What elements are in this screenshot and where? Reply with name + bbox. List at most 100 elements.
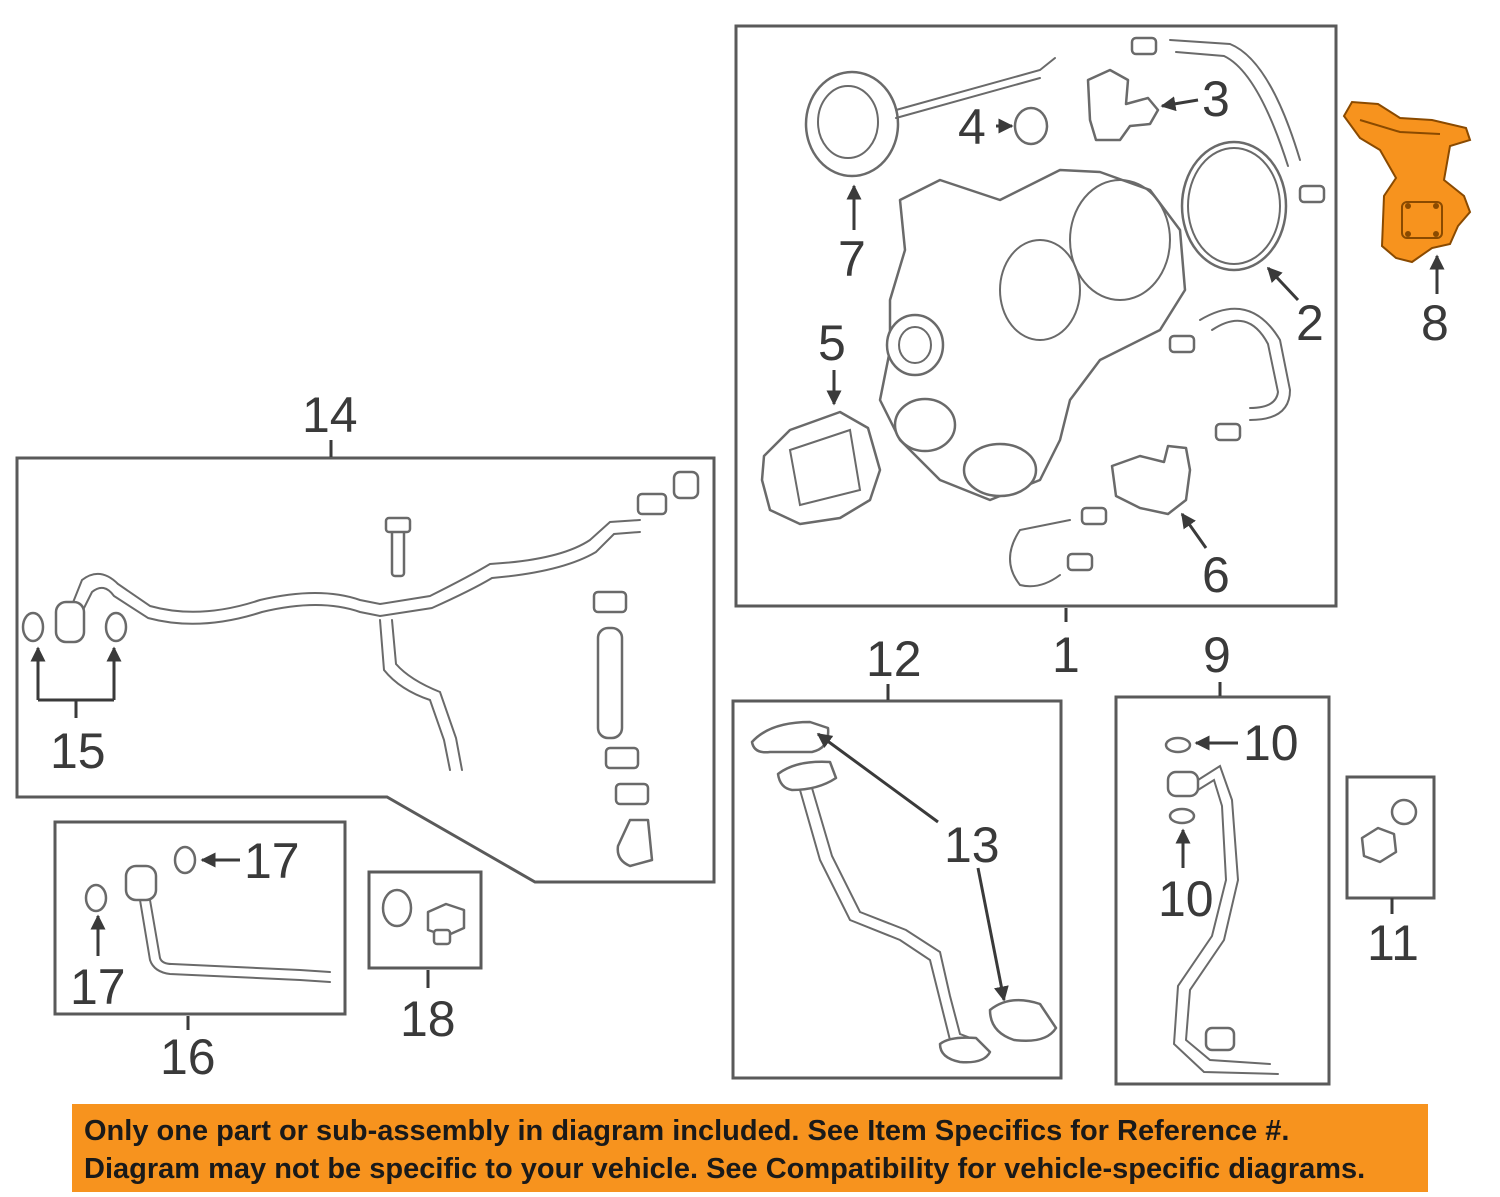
leader-13b [976, 867, 1009, 1002]
seal-washer [1168, 807, 1196, 825]
coolant-pipe-part-14 [21, 470, 700, 868]
return-pipe-edge [811, 787, 977, 1041]
return-pipe-lower-flange [938, 1036, 992, 1064]
frame-oil-feed-16 [53, 820, 347, 1016]
leader-3 [1160, 96, 1199, 112]
heat-shield-bolt-hole [1405, 203, 1411, 209]
return-pipe-flange [776, 760, 838, 792]
turbocharger-assembly [760, 36, 1326, 588]
frame-oil-return-12 [731, 699, 1063, 1080]
heat-shield-rib [1359, 119, 1441, 135]
heat-shield-part-8[interactable] [1342, 100, 1472, 264]
oil-feed-pipe-part-9 [1164, 736, 1279, 1075]
leader-6 [1180, 512, 1208, 549]
oil-feed-pipe-part-16 [84, 845, 331, 983]
banjo-fitting [54, 600, 86, 644]
callout-5: 5 [818, 315, 846, 371]
wastegate-actuator [804, 70, 900, 178]
plug-body [426, 902, 466, 938]
electric-actuator-part-5 [760, 410, 882, 526]
bolt [390, 528, 406, 578]
wastegate-actuator-face [817, 85, 879, 159]
bypass-valve-part-3 [1086, 68, 1160, 142]
heat-shield-body [1342, 100, 1472, 264]
gasket-part-2 [1180, 140, 1288, 272]
leader-lines [30, 96, 1445, 1030]
notice-banner: Only one part or sub-assembly in diagram… [72, 1104, 1428, 1192]
vacuum-hose-upper-edge [1175, 51, 1289, 167]
actuator-rod-edge [895, 77, 1041, 119]
oil-return-pipe-part-12 [750, 720, 1058, 1064]
callout-3: 3 [1202, 71, 1230, 127]
vacuum-hose-right [1199, 307, 1292, 421]
seal-washer [1164, 736, 1192, 754]
seal-washer [84, 883, 108, 913]
coolant-pipe [69, 519, 641, 613]
callout-15: 15 [50, 723, 106, 779]
callout-10a: 10 [1243, 715, 1299, 771]
leader-13a [816, 732, 939, 824]
hose-clamp [636, 492, 668, 516]
return-pipe [799, 789, 971, 1051]
oil-feed-pipe-edge [149, 899, 331, 973]
feed-pipe [1184, 764, 1271, 1065]
vacuum-hose-upper [1169, 39, 1301, 161]
hose-clamp [1168, 334, 1196, 354]
elbow-hose [616, 818, 654, 868]
callout-7: 7 [838, 231, 866, 287]
return-pipe-gasket-flange [750, 720, 830, 754]
leader-2 [1266, 266, 1300, 302]
turbine-outlet [962, 442, 1038, 498]
plug-washer [381, 888, 413, 928]
heat-shield-bolt-hole [1405, 231, 1411, 237]
hose-clamp [1130, 36, 1158, 56]
electric-actuator-detail [788, 428, 862, 507]
o-ring-part-4 [1013, 106, 1049, 146]
hose-clamp [1214, 422, 1242, 442]
turbine-inlet [893, 397, 957, 453]
callout-9: 9 [1203, 627, 1231, 683]
return-gasket [988, 998, 1058, 1042]
hose-segment [596, 626, 624, 740]
callout-18: 18 [400, 991, 456, 1047]
drain-plug-part-18 [381, 888, 466, 946]
callout-14: 14 [302, 387, 358, 443]
callout-12: 12 [866, 631, 922, 687]
vacuum-hose-right-edge [1211, 319, 1280, 409]
callout-4: 4 [958, 99, 986, 155]
notice-line-1: Only one part or sub-assembly in diagram… [84, 1115, 1290, 1147]
frame-oil-feed-9 [1114, 695, 1331, 1086]
seal-washer [173, 845, 197, 875]
compressor-wheel-housing [1069, 179, 1171, 301]
actuator-rod [895, 57, 1056, 111]
feed-pipe-edge [1172, 778, 1279, 1075]
plug-shank [432, 928, 452, 946]
seal-washer [104, 611, 128, 643]
callout-11: 11 [1367, 915, 1419, 971]
frame-turbo-assembly [734, 24, 1338, 608]
callout-6: 6 [1202, 547, 1230, 603]
oil-feed-pipe [139, 899, 331, 983]
callout-17a: 17 [244, 833, 300, 889]
coolant-pipe-edge [79, 531, 641, 625]
callout-16: 16 [160, 1029, 216, 1085]
callout-8: 8 [1421, 295, 1449, 351]
coolant-pipe-branch-edge [391, 619, 463, 771]
compressor-outlet-inner [898, 326, 932, 364]
solenoid-part-6 [1110, 444, 1192, 516]
plug-washer [1390, 798, 1418, 826]
callout-2: 2 [1296, 295, 1324, 351]
callout-labels: 1 2 3 4 5 6 7 8 9 10 10 11 12 13 14 15 1… [50, 71, 1449, 1085]
heat-shield-bolt-hole [1433, 203, 1439, 209]
seal-washer [21, 611, 45, 643]
pipe-end-fitting [1204, 1026, 1236, 1052]
callout-13: 13 [944, 817, 1000, 873]
callout-10b: 10 [1158, 871, 1214, 927]
coolant-pipe-branch [379, 619, 451, 771]
turbo-housing [878, 168, 1187, 502]
bolt-head [384, 516, 412, 534]
hose-clamp [1298, 184, 1326, 204]
hose-clamp [614, 782, 650, 806]
notice-line-2: Diagram may not be specific to your vehi… [84, 1153, 1366, 1185]
